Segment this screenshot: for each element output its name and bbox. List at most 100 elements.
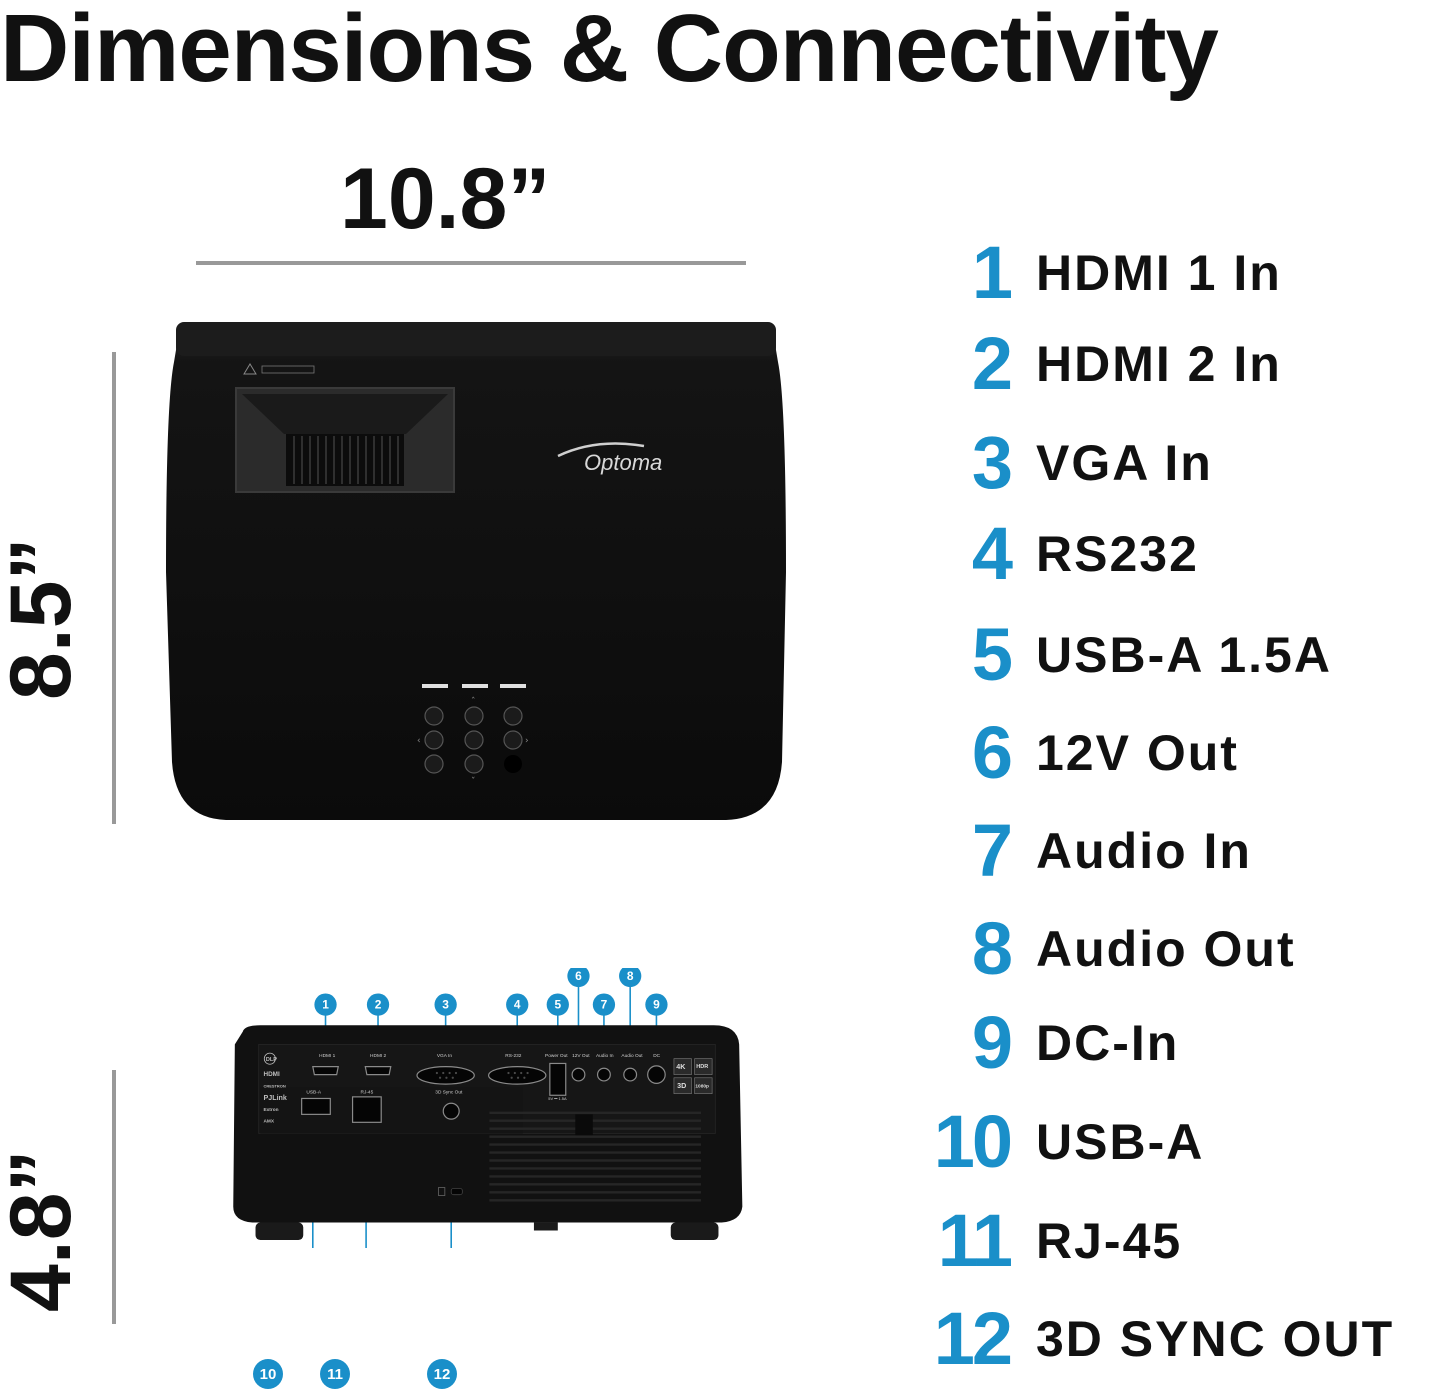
- svg-text:AMX: AMX: [263, 1118, 274, 1124]
- usb-a-port: [301, 1097, 331, 1115]
- port-number: 7: [971, 809, 1013, 892]
- width-dimension: 10.8”: [340, 151, 551, 247]
- svg-text:CRESTRON: CRESTRON: [263, 1083, 285, 1088]
- svg-text:3D: 3D: [677, 1082, 686, 1090]
- page-title: Dimensions & Connectivity: [0, 0, 1219, 102]
- port-item: 9 DC-In: [910, 998, 1440, 1088]
- port-label: RS232: [1036, 526, 1199, 582]
- port-label: HDMI 1 In: [1036, 245, 1282, 301]
- svg-text:USB-A: USB-A: [306, 1090, 321, 1096]
- height-dimension: 4.8”: [0, 1149, 89, 1312]
- vga-port: [416, 1066, 475, 1085]
- depth-dimension: 8.5”: [0, 537, 89, 700]
- rs232-port: [487, 1066, 547, 1085]
- svg-text:‹: ‹: [417, 736, 421, 746]
- svg-text:HDMI: HDMI: [263, 1071, 279, 1078]
- optoma-logo: Optoma: [557, 442, 662, 475]
- feature-badges: 4K HDR 3D 1080p: [673, 1058, 713, 1094]
- svg-text:3D Sync Out: 3D Sync Out: [435, 1090, 463, 1096]
- port-item: 2 HDMI 2 In: [910, 319, 1440, 409]
- port-label: USB-A: [1036, 1114, 1205, 1170]
- svg-text:DLP: DLP: [266, 1057, 277, 1063]
- port-number: 1: [971, 231, 1013, 314]
- port-item: 10 USB-A: [910, 1097, 1440, 1187]
- depth-dimension-line: [112, 352, 116, 824]
- port-label: 3D SYNC OUT: [1036, 1311, 1395, 1367]
- control-panel: ‹› ˆˇ: [417, 684, 529, 787]
- port-label: HDMI 2 In: [1036, 336, 1282, 392]
- port-number: 4: [971, 512, 1013, 595]
- svg-text:ˆ: ˆ: [471, 696, 476, 707]
- svg-text:3: 3: [442, 998, 449, 1012]
- port-item: 3 VGA In: [910, 418, 1440, 508]
- port-label: RJ-45: [1036, 1213, 1183, 1269]
- port-label: USB-A 1.5A: [1036, 627, 1332, 683]
- svg-text:7: 7: [601, 998, 608, 1012]
- svg-text:4: 4: [514, 998, 521, 1012]
- svg-text:Power Out: Power Out: [545, 1053, 568, 1059]
- port-label: VGA In: [1036, 435, 1213, 491]
- audio-out-port: [623, 1067, 638, 1082]
- port-number: 3: [971, 421, 1013, 504]
- port-label: 12V Out: [1036, 725, 1239, 781]
- certification-logos: DLP HDMI CRESTRON PJLink Extron AMX: [263, 1052, 287, 1124]
- svg-text:2: 2: [375, 998, 382, 1012]
- height-dimension-line: [112, 1070, 116, 1324]
- svg-text:5V ⎓ 1.5A: 5V ⎓ 1.5A: [548, 1096, 567, 1101]
- hdmi2-port: [364, 1066, 392, 1076]
- port-number: 8: [971, 907, 1013, 990]
- port-label: DC-In: [1036, 1015, 1180, 1071]
- port-number: 5: [971, 613, 1013, 696]
- width-dimension-line: [196, 261, 746, 265]
- port-item: 1 HDMI 1 In: [910, 228, 1440, 318]
- svg-text:›: ›: [525, 736, 529, 746]
- port-legend: 1 HDMI 1 In 2 HDMI 2 In 3 VGA In 4 RS232…: [910, 228, 1440, 1388]
- vent-grille: [489, 1111, 701, 1202]
- port-number: 6: [971, 711, 1013, 794]
- port-item: 7 Audio In: [910, 806, 1440, 896]
- svg-text:1: 1: [322, 998, 329, 1012]
- svg-text:Audio In: Audio In: [596, 1053, 614, 1059]
- lens-recess: [235, 387, 455, 493]
- port-label: Audio Out: [1036, 921, 1296, 977]
- svg-text:4K: 4K: [676, 1063, 686, 1071]
- port-number: 2: [971, 322, 1013, 405]
- 3d-sync-port: [442, 1102, 460, 1120]
- port-label: Audio In: [1036, 823, 1252, 879]
- port-number: 11: [937, 1199, 1013, 1282]
- rj45-port: [351, 1096, 382, 1123]
- svg-text:10: 10: [260, 1366, 277, 1383]
- dc-in-port: [647, 1065, 666, 1084]
- projector-rear-view: DLP HDMI CRESTRON PJLink Extron AMX HDMI…: [233, 968, 743, 1248]
- security-lock-slot: [438, 1187, 463, 1196]
- svg-text:8: 8: [627, 969, 634, 983]
- port-item: 4 RS232: [910, 509, 1440, 599]
- svg-text:RJ-45: RJ-45: [361, 1090, 374, 1096]
- port-item: 8 Audio Out: [910, 904, 1440, 994]
- svg-text:5: 5: [554, 998, 561, 1012]
- svg-text:1080p: 1080p: [695, 1083, 709, 1089]
- svg-text:HDR: HDR: [696, 1064, 708, 1070]
- port-number: 12: [933, 1297, 1013, 1380]
- usb-power-port: [549, 1062, 567, 1096]
- port-item: 6 12V Out: [910, 708, 1440, 798]
- svg-text:Extron: Extron: [263, 1107, 278, 1113]
- hdmi1-port: [312, 1066, 339, 1076]
- svg-text:12: 12: [434, 1366, 451, 1383]
- port-number: 9: [971, 1001, 1013, 1084]
- warning-icon: [243, 363, 315, 375]
- brand-text: Optoma: [584, 450, 662, 475]
- svg-text:VGA In: VGA In: [437, 1053, 452, 1059]
- bottom-callouts: 10 11 12: [253, 1359, 457, 1389]
- port-item: 11 RJ-45: [910, 1196, 1440, 1286]
- svg-text:12V Out: 12V Out: [572, 1053, 590, 1059]
- 12v-out-port: [571, 1067, 586, 1082]
- port-item: 12 3D SYNC OUT: [910, 1294, 1440, 1384]
- svg-text:HDMI 1: HDMI 1: [319, 1053, 336, 1059]
- projector-top-view: Optoma ‹› ˆˇ: [166, 322, 786, 820]
- audio-in-port: [596, 1067, 611, 1082]
- svg-text:PJLink: PJLink: [263, 1094, 286, 1102]
- svg-text:DC: DC: [653, 1053, 660, 1059]
- svg-text:11: 11: [327, 1366, 343, 1383]
- svg-text:9: 9: [653, 998, 660, 1012]
